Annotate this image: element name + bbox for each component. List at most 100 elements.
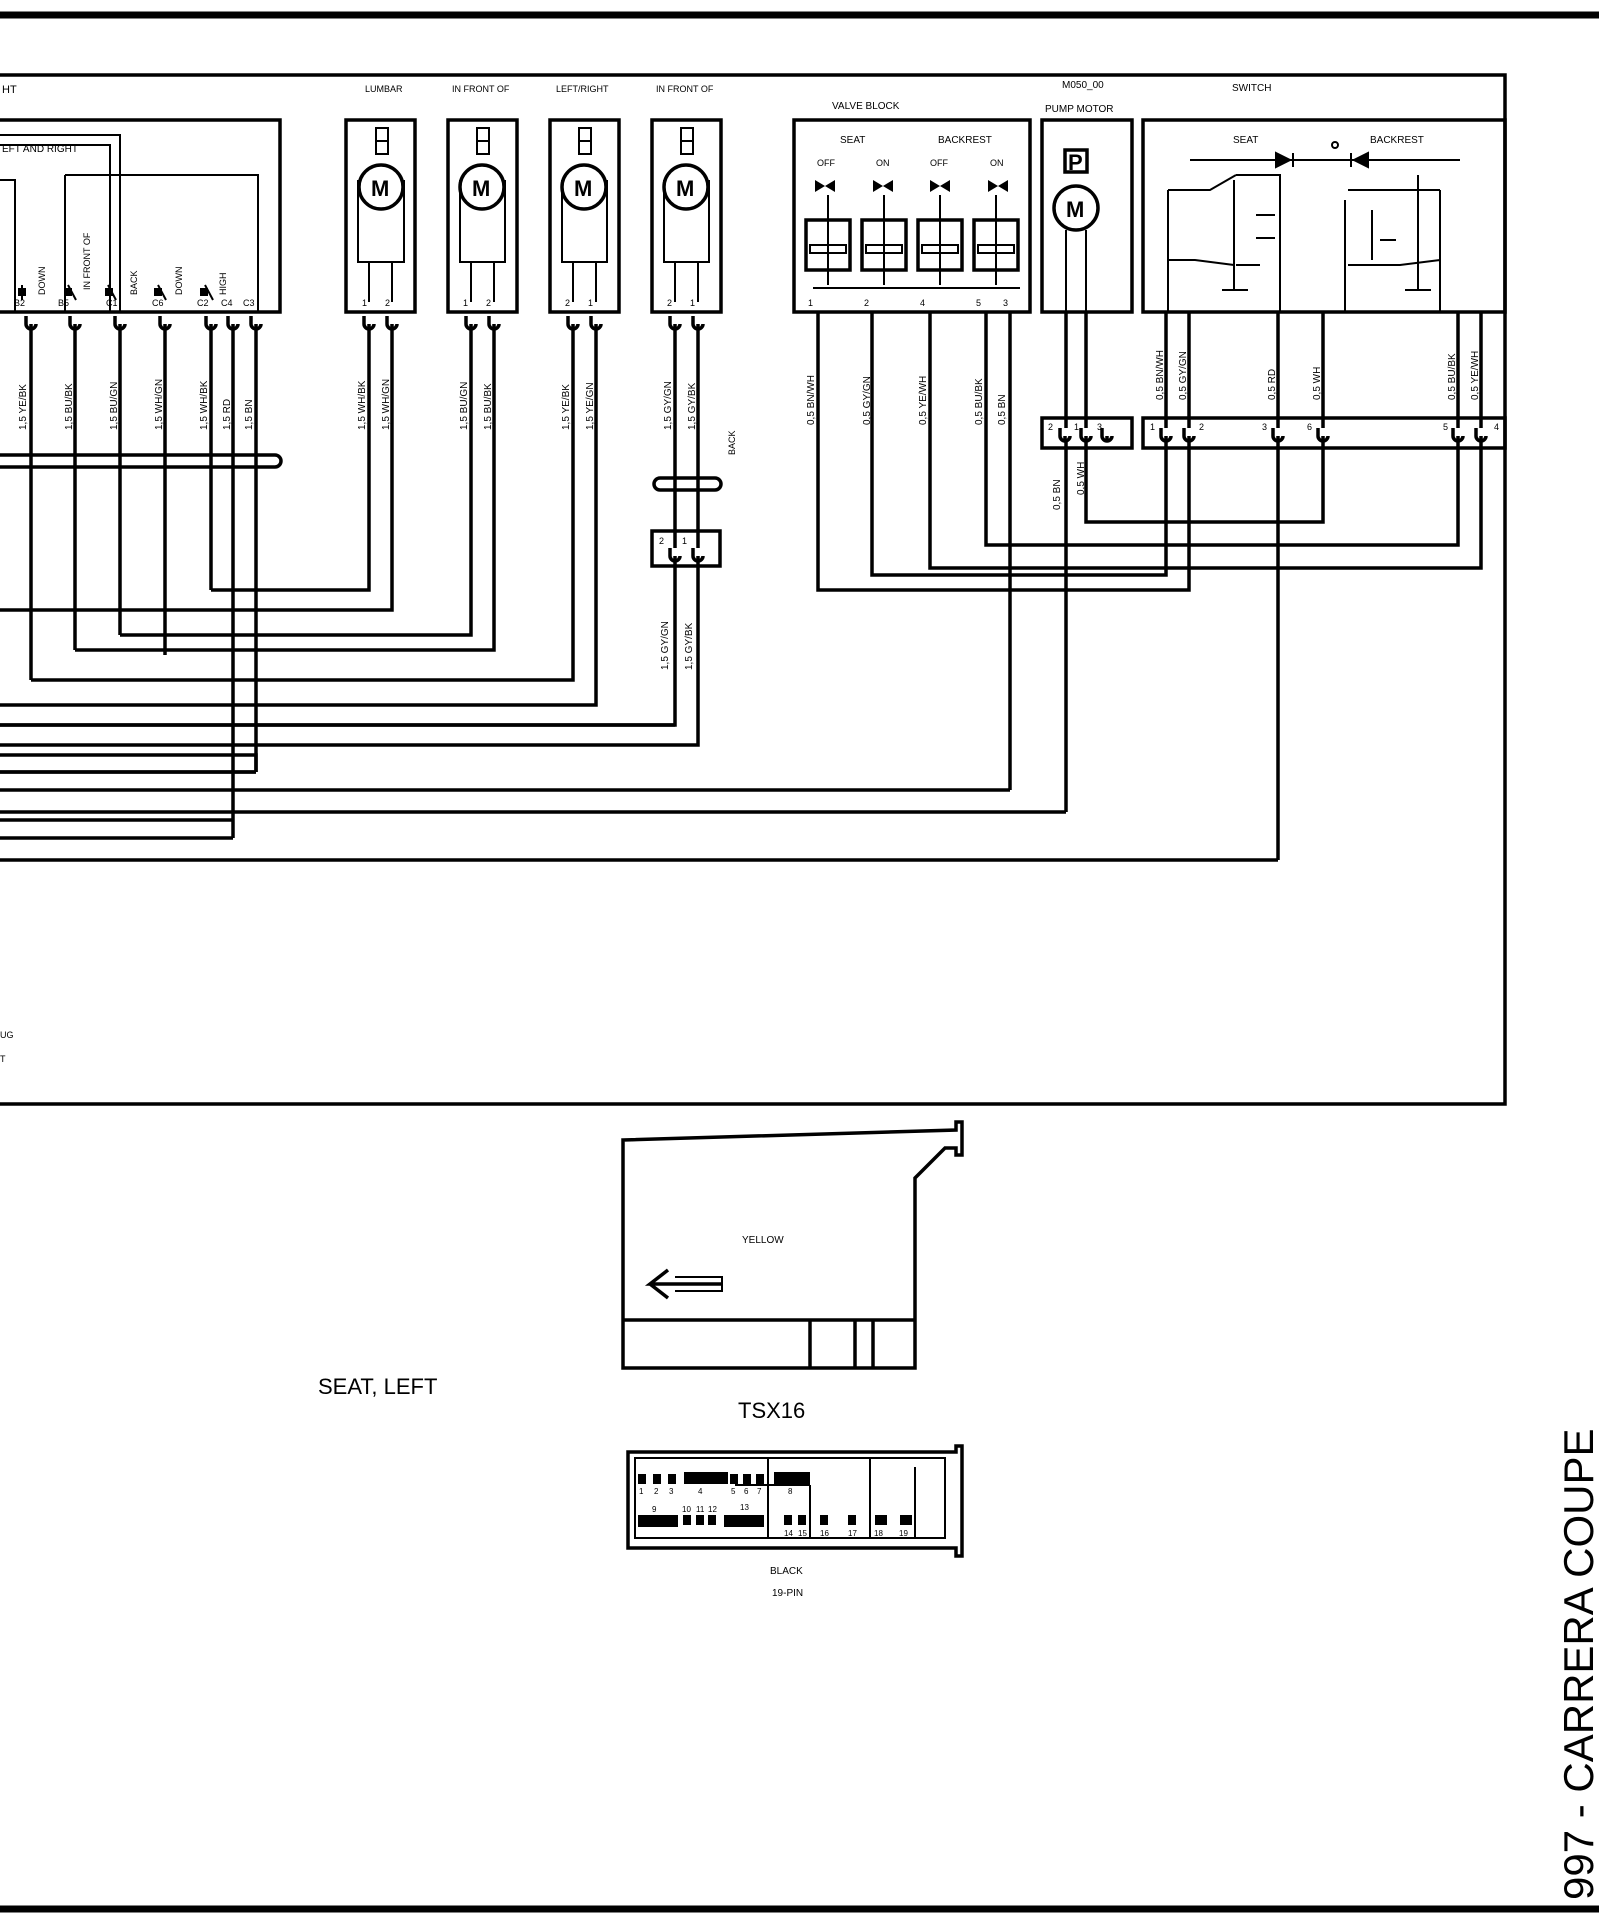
black-pin-number: 10 xyxy=(682,1505,691,1514)
tsx16-label: TSX16 xyxy=(738,1398,805,1423)
black-pin-number: 15 xyxy=(798,1529,807,1538)
switch-pin: 3 xyxy=(1262,422,1267,432)
valve-block: VALVE BLOCK SEAT BACKREST OFF ON OFF ON … xyxy=(792,101,1032,314)
motor-pin: 2 xyxy=(667,298,672,308)
switch-pin: 1 xyxy=(1150,422,1155,432)
pump-motor: M050_00 PUMP MOTOR P M xyxy=(1040,80,1134,314)
module-switch-label: HIGH xyxy=(218,273,228,296)
black-pin-number: 6 xyxy=(744,1487,749,1496)
pump-pin: 1 xyxy=(1074,422,1079,432)
module-wire-label: 1,5 RD xyxy=(222,399,233,430)
motor-wire-label: 1,5 YE/BK xyxy=(561,384,572,430)
valve-wire-label: 0,5 BN xyxy=(997,394,1008,425)
motor-pin: 1 xyxy=(463,298,468,308)
pump-title: PUMP MOTOR xyxy=(1045,104,1114,115)
switch-pin: 4 xyxy=(1494,422,1499,432)
motor-terminals xyxy=(362,316,705,331)
bottom-left-label: UG xyxy=(0,1030,14,1040)
valve-solenoids xyxy=(804,180,1020,289)
module-wire-label: 1,5 BN xyxy=(244,399,255,430)
module-wire-label: 1,5 YE/BK xyxy=(18,384,29,430)
harness-sleeve xyxy=(0,453,283,469)
motor-title: LUMBAR xyxy=(365,84,403,94)
switch-title: SWITCH xyxy=(1232,83,1271,94)
motor-pin: 2 xyxy=(486,298,491,308)
module-wire-label: 1,5 BU/BK xyxy=(64,383,75,430)
yellow-connector: YELLOW xyxy=(621,1120,964,1370)
frame-corner-label: HT xyxy=(2,84,17,96)
module-switch-contacts xyxy=(18,284,214,301)
pump-pin: 3 xyxy=(1097,422,1102,432)
seat-switch: SWITCH SEAT BACKREST xyxy=(1141,83,1507,314)
svg-text:M: M xyxy=(472,176,490,201)
black-pin-number: 16 xyxy=(820,1529,829,1538)
black-pin-number: 18 xyxy=(874,1529,883,1538)
back-label: BACK xyxy=(727,430,737,455)
motor-wire-label: 1,5 WH/BK xyxy=(357,380,368,430)
inline-sleeve xyxy=(652,476,723,492)
switch-wire-label: 0,5 BN/WH xyxy=(1155,350,1166,400)
switch-pin: 5 xyxy=(1443,422,1448,432)
valve-state: ON xyxy=(990,158,1004,168)
module-switch-label: DOWN xyxy=(37,267,47,296)
motor-pin: 1 xyxy=(588,298,593,308)
module-pin-label: C2 xyxy=(197,298,209,308)
switch-wire-label: 0,5 YE/WH xyxy=(1470,351,1481,400)
pump-pin: 2 xyxy=(1048,422,1053,432)
black-pin-number: 13 xyxy=(740,1503,749,1512)
black-pin-number: 7 xyxy=(757,1487,762,1496)
inline-connector: 2 1 xyxy=(650,529,722,568)
valve-pin: 3 xyxy=(1003,298,1008,308)
module-wire-label: 1,5 BU/GN xyxy=(109,382,120,430)
svg-text:M: M xyxy=(676,176,694,201)
switch-seat-label: SEAT xyxy=(1233,135,1258,146)
module-pin-label: C4 xyxy=(221,298,233,308)
switch-backrest-label: BACKREST xyxy=(1370,135,1424,146)
valve-pin: 5 xyxy=(976,298,981,308)
svg-text:M: M xyxy=(371,176,389,201)
motor-pin: 1 xyxy=(362,298,367,308)
black-pin-number: 11 xyxy=(696,1505,705,1514)
module-wire-label: 1,5 WH/BK xyxy=(199,380,210,430)
module-terminals xyxy=(24,316,263,331)
module-switch-label: IN FRONT OF xyxy=(82,232,92,290)
black-pin-number: 8 xyxy=(788,1487,793,1496)
valve-wire-label: 0,5 BN/WH xyxy=(806,375,817,425)
motor-title: IN FRONT OF xyxy=(656,84,714,94)
switch-wire-label: 0,5 GY/GN xyxy=(1178,351,1189,400)
inline-wire-label: 1,5 GY/BK xyxy=(684,622,695,670)
motor-wire-label: 1,5 BU/BK xyxy=(483,383,494,430)
valve-wire-label: 0,5 GY/GN xyxy=(862,376,873,425)
valve-wire-label: 0,5 BU/BK xyxy=(974,378,985,425)
inline-wire-label: 1,5 GY/GN xyxy=(660,621,671,670)
module-switch-label: DOWN xyxy=(174,267,184,296)
inline-pin: 2 xyxy=(659,536,664,546)
wire-harness xyxy=(0,312,1483,862)
motor-in-front-of-1: IN FRONT OF M 1 2 xyxy=(446,84,519,314)
valve-wire-label: 0,5 YE/WH xyxy=(918,376,929,425)
svg-text:M: M xyxy=(1066,197,1084,222)
black-pin-number: 19 xyxy=(899,1529,908,1538)
svg-text:P: P xyxy=(1068,150,1083,175)
black-pin-number: 4 xyxy=(698,1487,703,1496)
black-pin-number: 9 xyxy=(652,1505,657,1514)
motor-wire-label: 1,5 BU/GN xyxy=(459,382,470,430)
motor-wire-label: 1,5 GY/GN xyxy=(663,381,674,430)
module-pin-label: C3 xyxy=(243,298,255,308)
black-pin-cavities xyxy=(638,1472,912,1527)
black-label: BLACK xyxy=(770,1566,803,1577)
diagram-frame xyxy=(0,73,1507,1106)
yellow-label: YELLOW xyxy=(742,1235,784,1246)
black-pin-number: 17 xyxy=(848,1529,857,1538)
motor-wire-label: 1,5 GY/BK xyxy=(687,382,698,430)
motor-pin: 1 xyxy=(690,298,695,308)
model-title: 997 - CARRERA COUPE xyxy=(1555,1429,1599,1900)
motor-lumbar: LUMBAR M 1 2 xyxy=(344,84,417,314)
module-wire-label: 1,5 WH/GN xyxy=(154,379,165,430)
black-pin-number: 12 xyxy=(708,1505,717,1514)
black-pin-number: 2 xyxy=(654,1487,659,1496)
valve-backrest-label: BACKREST xyxy=(938,135,992,146)
switch-wire-label: 0,5 BU/BK xyxy=(1447,353,1458,400)
pump-wire-label: 0,5 BN xyxy=(1052,479,1063,510)
motor-wire-label: 1,5 YE/GN xyxy=(585,382,596,430)
